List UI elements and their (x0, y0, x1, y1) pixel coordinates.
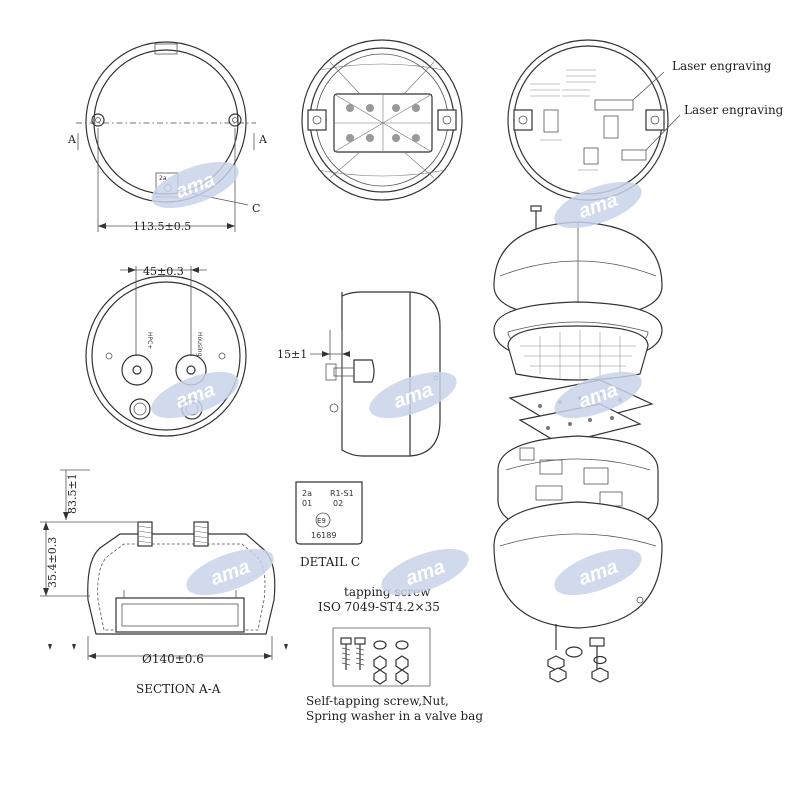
housing-label: Housing (196, 332, 203, 357)
rear-view (85, 266, 247, 437)
detail-title: DETAIL C (300, 555, 360, 569)
screw-bag (332, 627, 431, 687)
detail-c-mini: 2a (159, 175, 167, 182)
bag-note-2: Spring washer in a valve bag (306, 709, 483, 723)
section-mark-left: A (67, 133, 77, 146)
watermark-2: ama (554, 181, 642, 229)
watermarks: ama ama ama ama ama ama ama ama (151, 161, 642, 596)
detail-c-row1-right: R1-S1 (330, 489, 354, 498)
section-a-a (40, 469, 288, 660)
dim-depth-label: 35.4±0.3 (46, 537, 59, 588)
dim-stud-label: 15±1 (277, 348, 307, 361)
watermark-6: ama (186, 548, 274, 596)
detail-c-row1-left: 2a (302, 489, 312, 498)
detail-c-box (295, 481, 363, 545)
dim-holes-label: 45±0.3 (143, 265, 184, 278)
laser-engraving-label-1: Laser engraving (672, 59, 772, 73)
detail-ref-label: C (252, 202, 260, 215)
hpc-label: HPC+ (146, 332, 153, 349)
watermark-1: ama (151, 161, 239, 209)
dim-width-label: 113.5±0.5 (133, 220, 191, 233)
screw-1 (340, 637, 352, 670)
detail-c-row2-right: 02 (333, 499, 343, 508)
watermark-8: ama (554, 548, 642, 596)
watermark-3: ama (151, 371, 239, 419)
back-view (507, 39, 681, 201)
screw-2 (354, 637, 366, 670)
section-title: SECTION A-A (136, 682, 221, 696)
laser-engraving-label-2: Laser engraving (684, 103, 784, 117)
watermark-5: ama (554, 371, 642, 419)
bag-note-1: Self-tapping screw,Nut, (306, 694, 449, 708)
detail-c-row2-left: 01 (302, 499, 312, 508)
e-mark: E9 (317, 517, 326, 525)
watermark-7: ama (381, 548, 469, 596)
lens-view (301, 39, 463, 201)
section-mark-right: A (258, 133, 268, 146)
side-view (310, 291, 441, 457)
exploded-view (493, 205, 663, 683)
detail-c-approval: 16189 (311, 531, 336, 540)
dim-diameter-label: Ø140±0.6 (142, 652, 204, 666)
dim-height-label: 83.5±1 (66, 473, 79, 514)
screw-title-2: ISO 7049-ST4.2×35 (318, 600, 440, 614)
watermark-4: ama (369, 371, 457, 419)
